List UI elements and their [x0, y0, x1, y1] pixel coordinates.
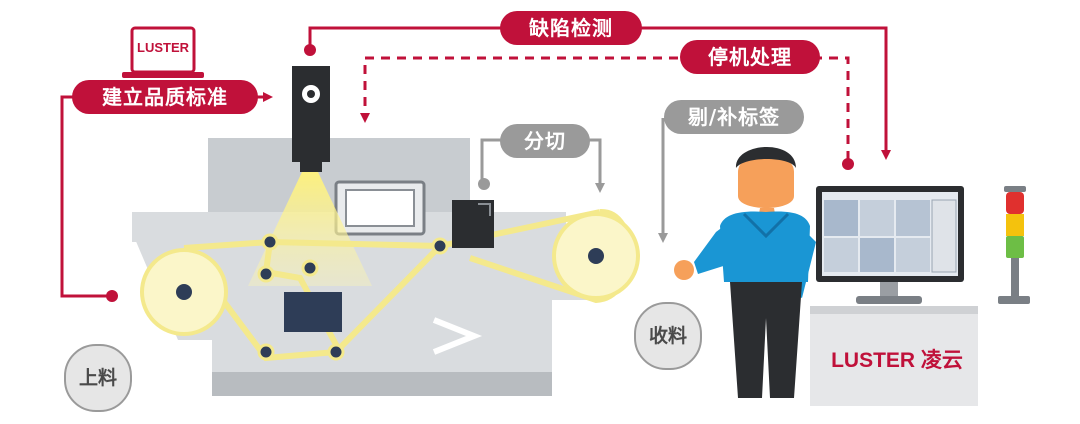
light-beam — [248, 172, 372, 286]
unwind-motor-box — [284, 292, 342, 332]
defect-detection-start-dot — [304, 44, 316, 56]
inspection-workstation — [810, 306, 978, 406]
direction-chevron-icon — [432, 317, 483, 355]
defect-detection-label: 缺陷检测 — [500, 11, 642, 45]
camera-icon — [292, 66, 330, 172]
guide-rollers — [257, 233, 449, 361]
stop-handling-start-dot — [842, 158, 854, 170]
laptop-logo: LUSTER — [137, 40, 189, 55]
tower-light-icon — [998, 186, 1030, 304]
monitor-icon — [816, 186, 964, 304]
unwind-roll — [140, 248, 228, 336]
remove-relabel-label: 剔/补标签 — [664, 100, 804, 134]
slitting-knife-icon — [452, 200, 494, 248]
stop-handling-line — [360, 56, 850, 160]
slitting-label: 分切 — [500, 124, 590, 158]
unwind-bubble: 上料 — [64, 344, 132, 412]
establish-standard-label: 建立品质标准 — [72, 80, 258, 114]
stop-handling-label: 停机处理 — [680, 40, 820, 74]
laptop-icon — [122, 26, 204, 78]
slitting-start-dot — [478, 178, 490, 190]
operator-figure — [674, 146, 816, 398]
rewind-roll — [552, 212, 640, 300]
quality-standard-start-dot — [106, 290, 118, 302]
station-logo: LUSTER 凌云 — [831, 349, 963, 372]
rewind-bubble: 收料 — [634, 302, 702, 370]
